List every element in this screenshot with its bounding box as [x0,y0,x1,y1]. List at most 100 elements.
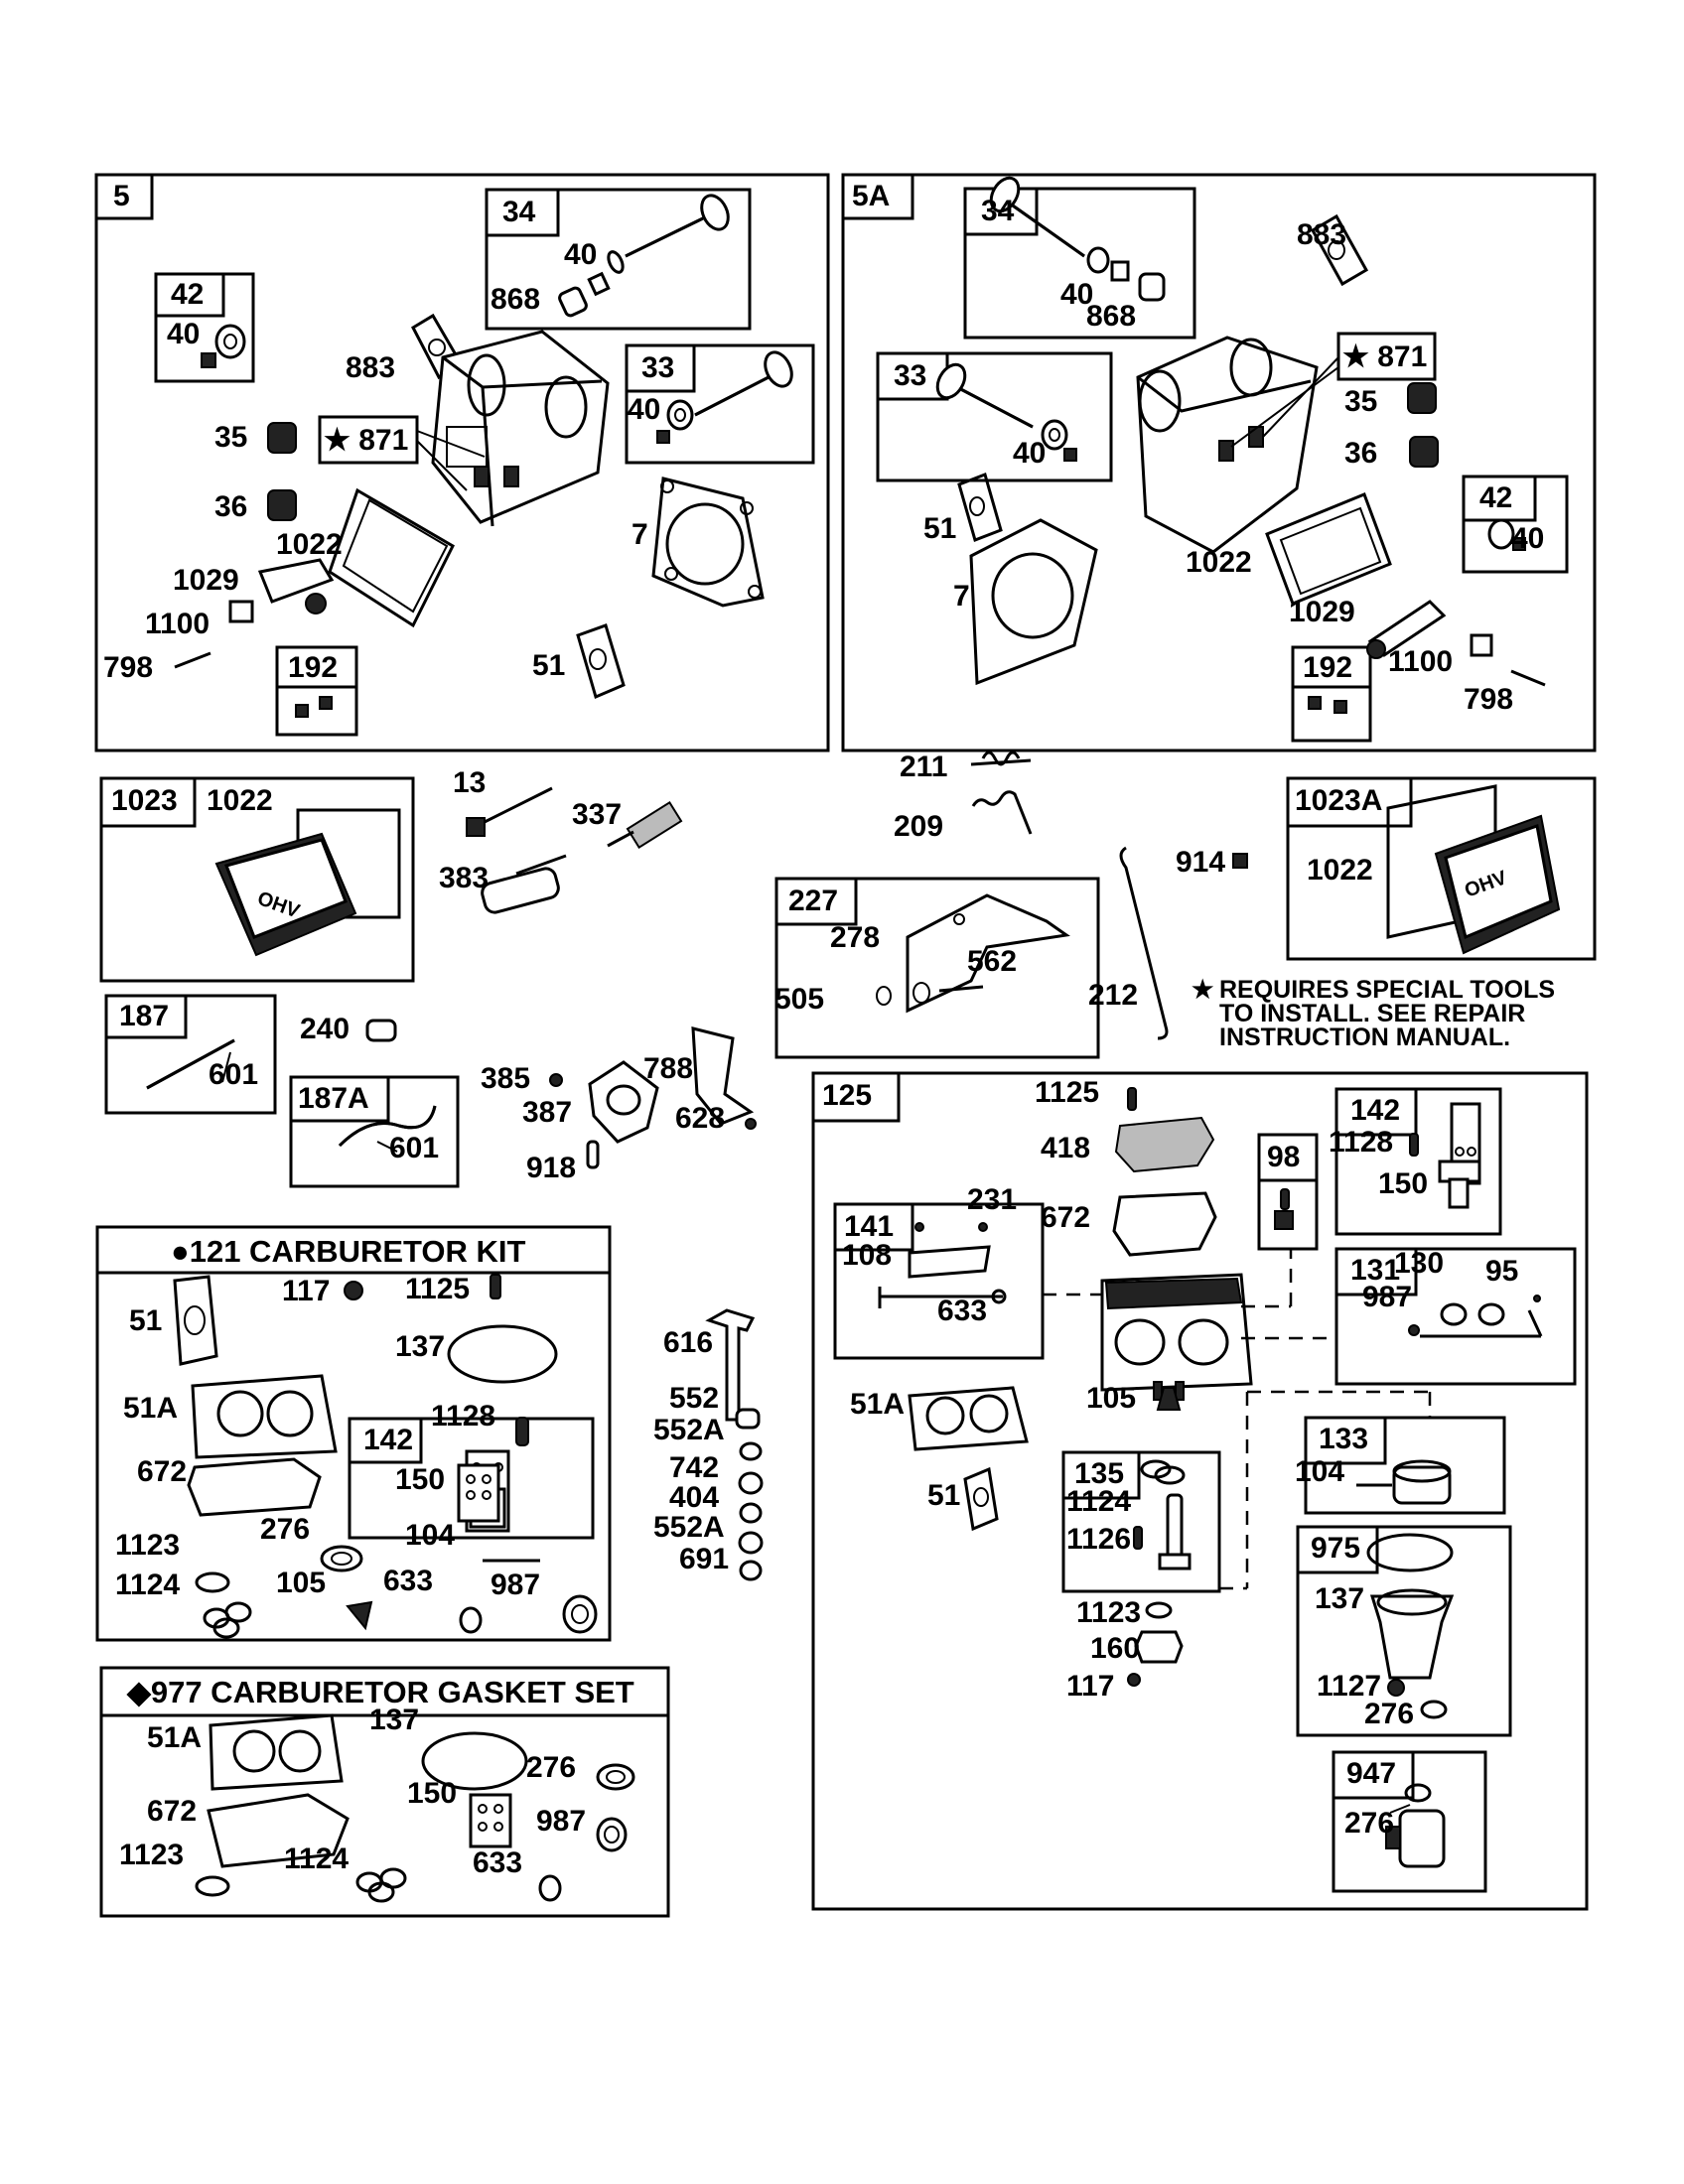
part-label: 240 [300,1013,351,1045]
column-parts [705,1308,764,1581]
part-label: 1029 [1289,596,1355,628]
part-label: 35 [1344,385,1378,418]
cylinder-head-icon [431,330,610,527]
panel-125 [811,1071,1589,1911]
part-label: 104 [405,1519,456,1552]
part-label: 211 [900,751,948,783]
ref-227: 227 [788,885,839,917]
part-label: 383 [439,862,490,894]
part-label: 231 [967,1183,1018,1216]
subbox-871-a [318,415,419,465]
part-label: 616 [663,1326,714,1359]
part-label: 160 [1090,1632,1141,1665]
part-label: 1124 [1066,1485,1132,1518]
part-label: 1123 [119,1839,185,1871]
carb-kit-title: ●121 CARBURETOR KIT [171,1234,526,1269]
ref-5: 5 [113,180,130,212]
part-label: 276 [1364,1698,1415,1730]
part-label: 209 [894,810,944,843]
part-label: 672 [137,1455,188,1488]
part-label: 212 [1088,979,1139,1012]
panel-125-parts [878,1087,1543,1868]
bracket-icon [906,893,1070,1014]
part-label: 150 [407,1777,458,1810]
part-label: 1124 [115,1569,181,1601]
part-label: 1029 [173,564,239,597]
panel-gasket-set [99,1666,670,1918]
part-label: 552 [669,1382,720,1415]
part-label: 742 [669,1451,720,1484]
part-label: 505 [774,983,825,1016]
part-label: 987 [1362,1281,1413,1313]
part-label: 601 [209,1058,259,1091]
part-label: 1100 [145,608,210,640]
ref-133: 133 [1319,1423,1369,1455]
gasket-set-title: ◆977 CARBURETOR GASKET SET [127,1675,634,1709]
part-label: 276 [260,1513,311,1546]
part-label: 7 [953,580,970,613]
part-label: 150 [1378,1167,1429,1200]
part-label: 1128 [431,1400,496,1433]
part-label: 276 [1344,1807,1395,1840]
ref-34-a: 34 [502,196,536,228]
part-label: 987 [491,1569,541,1601]
part-label: 51A [850,1388,906,1421]
subbox-133 [1304,1416,1506,1515]
part-label: 1126 [1066,1523,1132,1556]
ref-33-b: 33 [894,359,927,392]
part-label: 51A [147,1721,203,1754]
part-label: 40 [628,393,661,426]
ref-42-b: 42 [1479,481,1513,514]
part-label: 108 [842,1239,893,1272]
valve-cover-icon: OHV [214,808,401,957]
part-label: 51A [123,1392,179,1425]
part-label: 562 [967,945,1018,978]
panel-187 [104,994,277,1115]
part-label: 1127 [1317,1670,1382,1703]
note-star: ★ [1192,976,1214,1004]
subbox-142-a [348,1417,595,1540]
part-label: 130 [1394,1247,1445,1280]
panel-1023 [99,776,415,983]
part-label: 552A [653,1414,725,1446]
part-label: 868 [491,283,541,316]
ref-871-a: ★ 871 [324,424,409,457]
panel-5-parts [174,194,793,718]
part-label: 1123 [115,1529,181,1562]
part-label: 117 [282,1275,331,1307]
panel-227 [774,877,1100,1059]
part-label: 633 [383,1565,434,1597]
part-label: 117 [1066,1670,1115,1703]
part-label: 1125 [405,1273,471,1305]
part-label: 387 [522,1096,573,1129]
ref-5a: 5A [852,180,891,212]
part-label: 601 [389,1132,440,1164]
ref-33-a: 33 [641,351,675,384]
tube-icon [146,1038,235,1090]
part-label: 51 [532,649,566,682]
ref-98: 98 [1267,1141,1301,1173]
part-label: 51 [129,1304,163,1337]
ref-187a: 187A [298,1082,369,1115]
part-label: 51 [927,1479,961,1512]
part-label: 51 [923,512,957,545]
part-label: 13 [453,766,487,799]
part-label: 385 [481,1062,531,1095]
part-label: 137 [395,1330,446,1363]
panel-5 [94,173,830,752]
part-label: 788 [643,1052,694,1085]
ref-142-b: 142 [1350,1094,1401,1127]
ref-192-a: 192 [288,651,339,684]
ref-947: 947 [1346,1757,1397,1790]
spring-icon [267,422,297,521]
subbox-33-a [625,343,815,465]
part-label: 276 [526,1751,577,1784]
ref-1023: 1023 [111,784,178,817]
part-label: 40 [1511,522,1545,555]
subbox-975 [1296,1525,1512,1737]
part-label: 1100 [1388,645,1454,678]
ref-125: 125 [822,1079,873,1112]
subbox-141 [833,1202,1045,1360]
panel-1023a [1286,776,1597,961]
